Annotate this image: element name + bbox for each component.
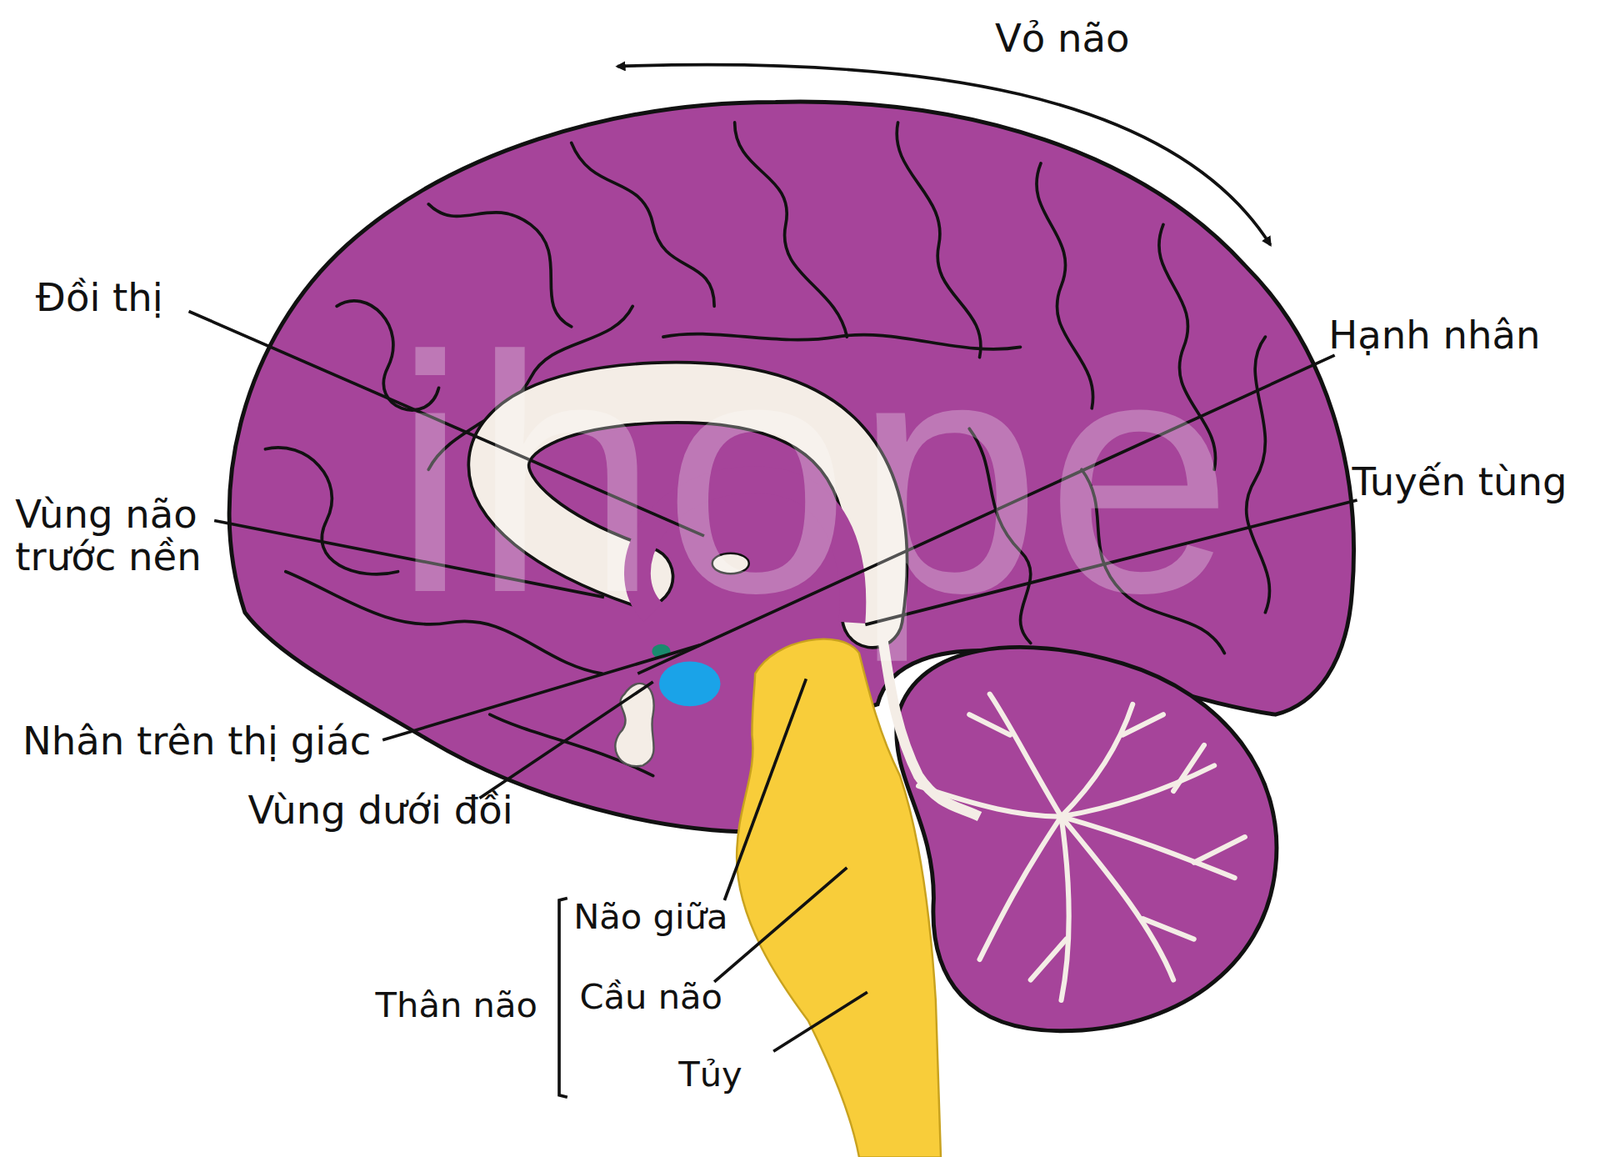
cerebellum (896, 646, 1277, 1030)
brainstem-bracket (559, 898, 568, 1098)
suprachiasmatic-marker (659, 660, 720, 706)
basal-forebrain-label: Vùng não trước nền (15, 494, 220, 580)
arbor-vitae (918, 694, 1245, 1000)
medulla-label: Tủy (678, 1055, 742, 1094)
cortex-label: Vỏ não (995, 18, 1130, 61)
cortex-arrow (617, 65, 1271, 245)
pons-label: Cầu não (580, 977, 724, 1016)
hypothalamus-label: Vùng dưới đồi (248, 790, 514, 833)
brainstem (736, 639, 941, 1157)
pineal-label: Tuyến tùng (1351, 460, 1567, 504)
thalamus-label: Đồi thị (35, 277, 164, 320)
amygdala-label: Hạnh nhân (1328, 314, 1540, 357)
watermark: ihope (392, 305, 1237, 643)
brainstem-label: Thân não (375, 985, 538, 1025)
scn-label: Nhân trên thị giác (22, 720, 371, 763)
midbrain-label: Não giữa (573, 898, 728, 937)
